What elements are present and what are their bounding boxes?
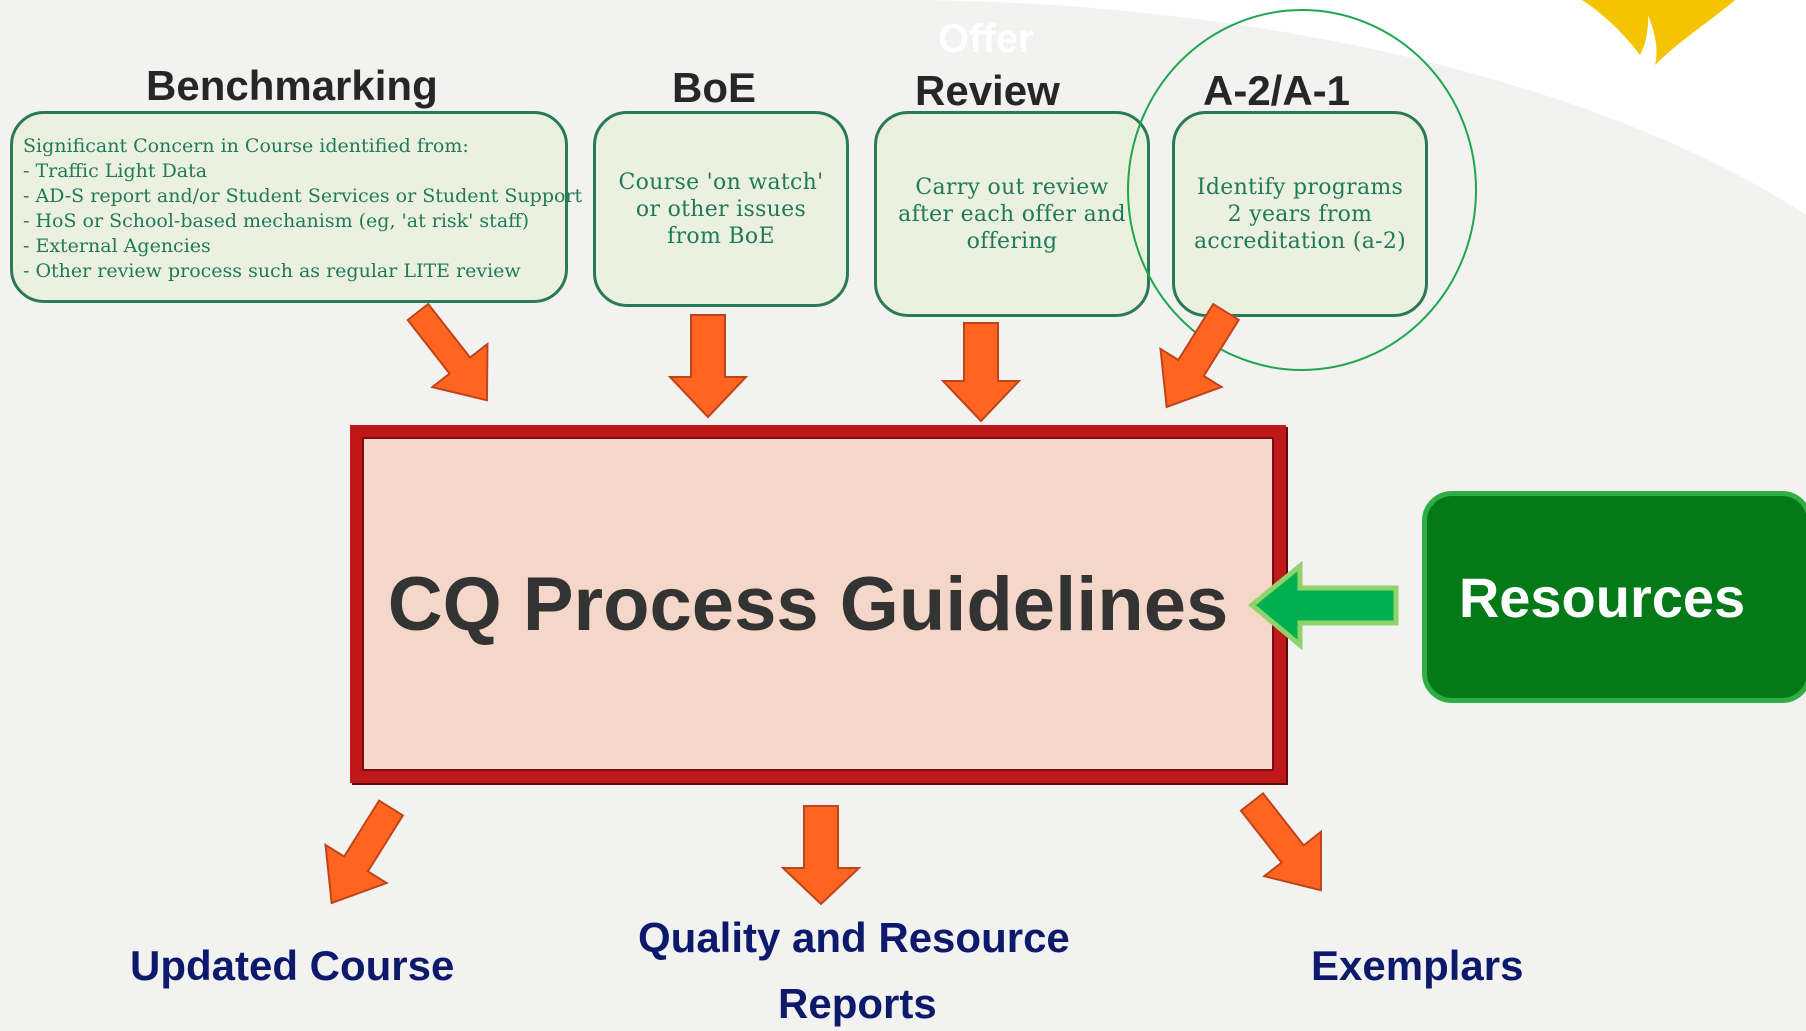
output-updated-course: Updated Course	[130, 942, 455, 989]
heading-boe: BoE	[672, 64, 756, 111]
a2a1-box: Identify programs 2 years from accredita…	[1172, 111, 1428, 317]
a2a1-box-text: Identify programs 2 years from accredita…	[1193, 174, 1407, 254]
heading-benchmarking: Benchmarking	[146, 62, 438, 109]
list-item: - HoS or School-based mechanism (eg, 'at…	[23, 210, 530, 232]
heading-a2a1: A-2/A-1	[1203, 67, 1351, 114]
heading-review: Review	[915, 67, 1060, 114]
list-item: - Other review process such as regular L…	[23, 260, 521, 282]
boe-box-text: Course 'on watch' or other issues from B…	[618, 169, 824, 249]
list-item: Significant Concern in Course identified…	[23, 135, 469, 157]
list-item: - External Agencies	[23, 235, 211, 257]
output-quality-reports-line1: Quality and Resource	[638, 914, 1070, 961]
review-box-text: Carry out review after each offer and of…	[898, 174, 1126, 254]
boe-box: Course 'on watch' or other issues from B…	[593, 111, 849, 307]
cq-process-guidelines-box: CQ Process Guidelines	[350, 425, 1286, 783]
logo-flame-icon	[1582, 0, 1735, 65]
heading-offer: Offer	[938, 17, 1034, 61]
resources-box: Resources	[1422, 491, 1806, 703]
benchmarking-list: Significant Concern in Course identified…	[13, 114, 583, 284]
resources-label: Resources	[1458, 565, 1746, 629]
benchmarking-box: Significant Concern in Course identified…	[10, 111, 583, 303]
list-item: - AD-S report and/or Student Services or…	[23, 185, 583, 207]
review-box: Carry out review after each offer and of…	[874, 111, 1150, 317]
main-title: CQ Process Guidelines	[387, 561, 1229, 647]
output-exemplars: Exemplars	[1311, 942, 1524, 989]
list-item: - Traffic Light Data	[23, 160, 208, 182]
output-quality-reports-line2: Reports	[778, 980, 937, 1027]
